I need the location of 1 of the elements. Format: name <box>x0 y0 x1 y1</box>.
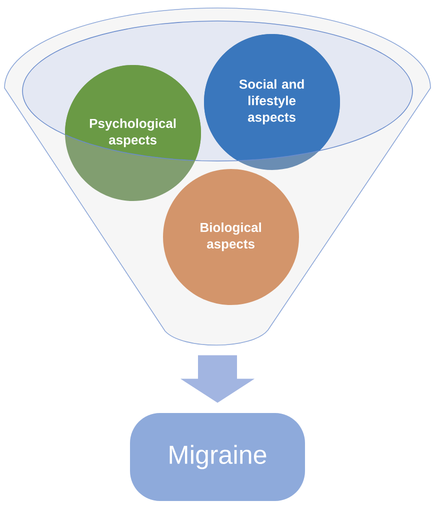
rounded-box: Migraine <box>130 413 305 501</box>
